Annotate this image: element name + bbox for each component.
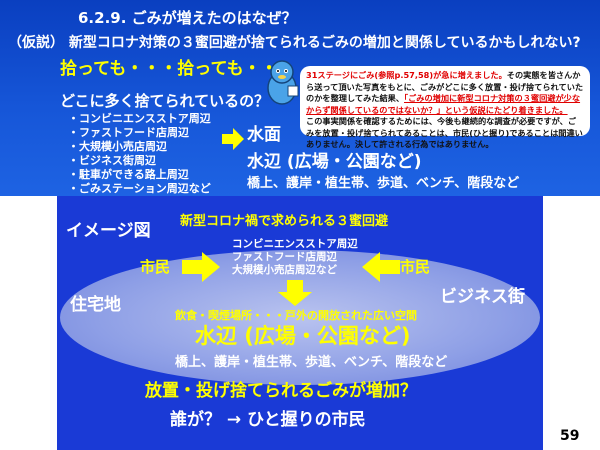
- context-text: 飲食・喫煙場所・・・戸外の開放された広い空間: [175, 309, 417, 322]
- conv-item: 大規模小売店周辺など: [232, 264, 337, 276]
- hypothesis-subtitle: （仮説） 新型コロナ対策の３蜜回避が捨てられるごみの増加と関係しているかもしれな…: [8, 35, 581, 51]
- throw-text: 拾っても・・・拾っても・・・: [60, 59, 295, 79]
- location-item: ・コンビニエンスストア周辺: [68, 112, 211, 125]
- location-item: ・ごみステーション周辺など: [68, 182, 211, 195]
- location-item: ・ビジネス街周辺: [68, 154, 156, 167]
- dest-details: 橋上、護岸・植生帯、歩道、ベンチ、階段など: [247, 176, 520, 191]
- conv-item: ファストフード店周辺: [232, 251, 337, 263]
- where-question: どこに多く捨てられているの？: [60, 92, 270, 110]
- covid-title: 新型コロナ禍で求められる３蜜回避: [180, 214, 389, 229]
- residential-label: 住宅地: [70, 295, 121, 315]
- conv-item: コンビニエンスストア周辺: [232, 238, 358, 250]
- yellow-right-arrow-icon: [222, 128, 244, 150]
- citizen-left: 市民: [140, 258, 171, 276]
- kappa-mascot-icon: [267, 60, 299, 105]
- dest-waterside: 水辺 (広場・公園など): [247, 152, 422, 172]
- citizen-right: 市民: [400, 258, 431, 276]
- image-label: イメージ図: [66, 221, 151, 241]
- diagram-ellipse: [60, 250, 540, 385]
- business-label: ビジネス街: [440, 287, 525, 307]
- page-number: 59: [560, 428, 580, 444]
- waterside-big: 水辺 (広場・公園など): [195, 324, 411, 348]
- yellow-down-arrow-icon: [278, 280, 312, 306]
- dest-water-surface: 水面: [247, 125, 281, 145]
- waterside-details: 橋上、護岸・植生帯、歩道、ベンチ、階段など: [175, 355, 448, 370]
- yellow-left-arrow-icon: [362, 252, 400, 282]
- page-title: 6.2.9. ごみが増えたのはなぜ？: [78, 9, 297, 27]
- hypothesis-note: 31ステージにごみ(参照p.57,58)が急に増えました。その実態を皆さんから送…: [300, 66, 590, 149]
- location-item: ・駐車ができる路上周辺: [68, 168, 189, 181]
- who-answer: 誰が？ → ひと握りの市民: [170, 410, 366, 430]
- location-item: ・大規模小売店周辺: [68, 140, 167, 153]
- yellow-right-arrow-icon: [182, 252, 220, 282]
- location-item: ・ファストフード店周辺: [68, 126, 189, 139]
- increase-question: 放置・投げ捨てられるごみが増加？: [145, 381, 417, 401]
